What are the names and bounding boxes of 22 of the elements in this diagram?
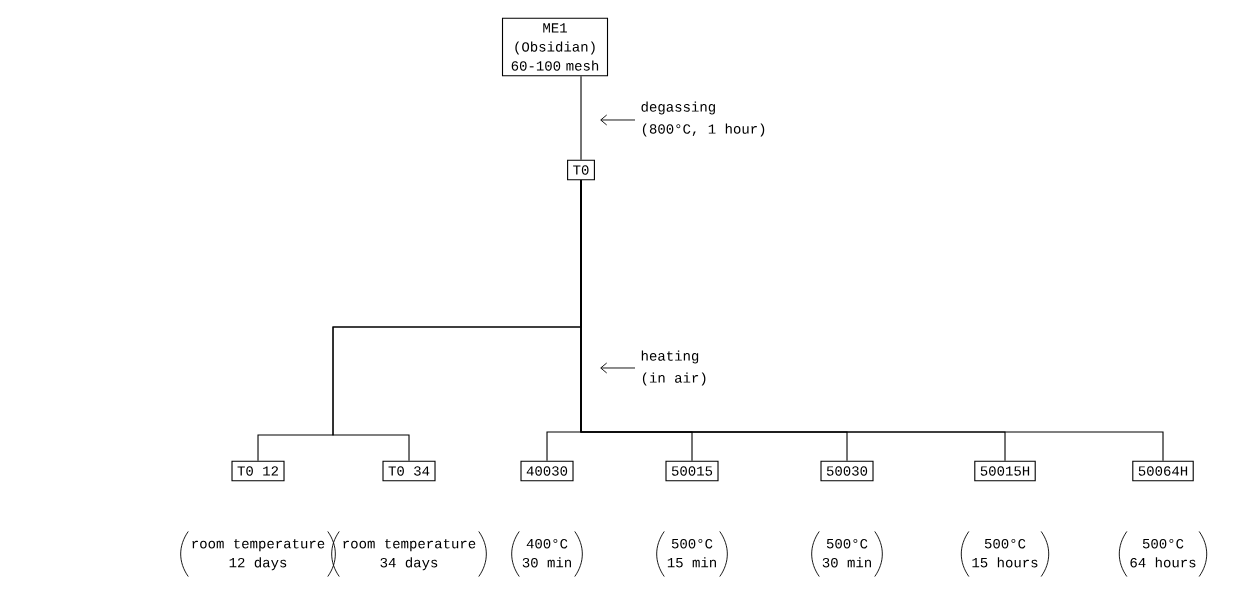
process-box: 50015 — [665, 460, 719, 482]
process-box: ME1 (Obsidian) 60-100 mesh — [501, 17, 609, 77]
process-box: T0 — [567, 159, 595, 181]
annotation-text: (800°C, 1 hour) — [642, 123, 765, 137]
process-box: T0 12 — [231, 460, 285, 482]
connector-line — [580, 75, 582, 161]
annotation-text: degassing — [641, 101, 715, 115]
process-box: 50015H — [974, 460, 1036, 482]
connector-line — [580, 179, 1164, 462]
condition-note: 500°C 15 min — [656, 531, 728, 577]
annotation-text: (in air) — [642, 372, 706, 386]
process-box: T0 34 — [382, 460, 436, 482]
condition-note: 400°C 30 min — [511, 531, 583, 577]
condition-note: 500°C 64 hours — [1118, 531, 1208, 577]
condition-note: 500°C 30 min — [811, 531, 883, 577]
condition-note: room temperature 34 days — [331, 531, 487, 577]
annotation-text: heating — [641, 350, 699, 364]
condition-note: 500°C 15 hours — [960, 531, 1050, 577]
condition-note: room temperature 12 days — [180, 531, 336, 577]
process-box: 50064H — [1132, 460, 1194, 482]
process-box: 50030 — [820, 460, 874, 482]
process-box: 40030 — [520, 460, 574, 482]
